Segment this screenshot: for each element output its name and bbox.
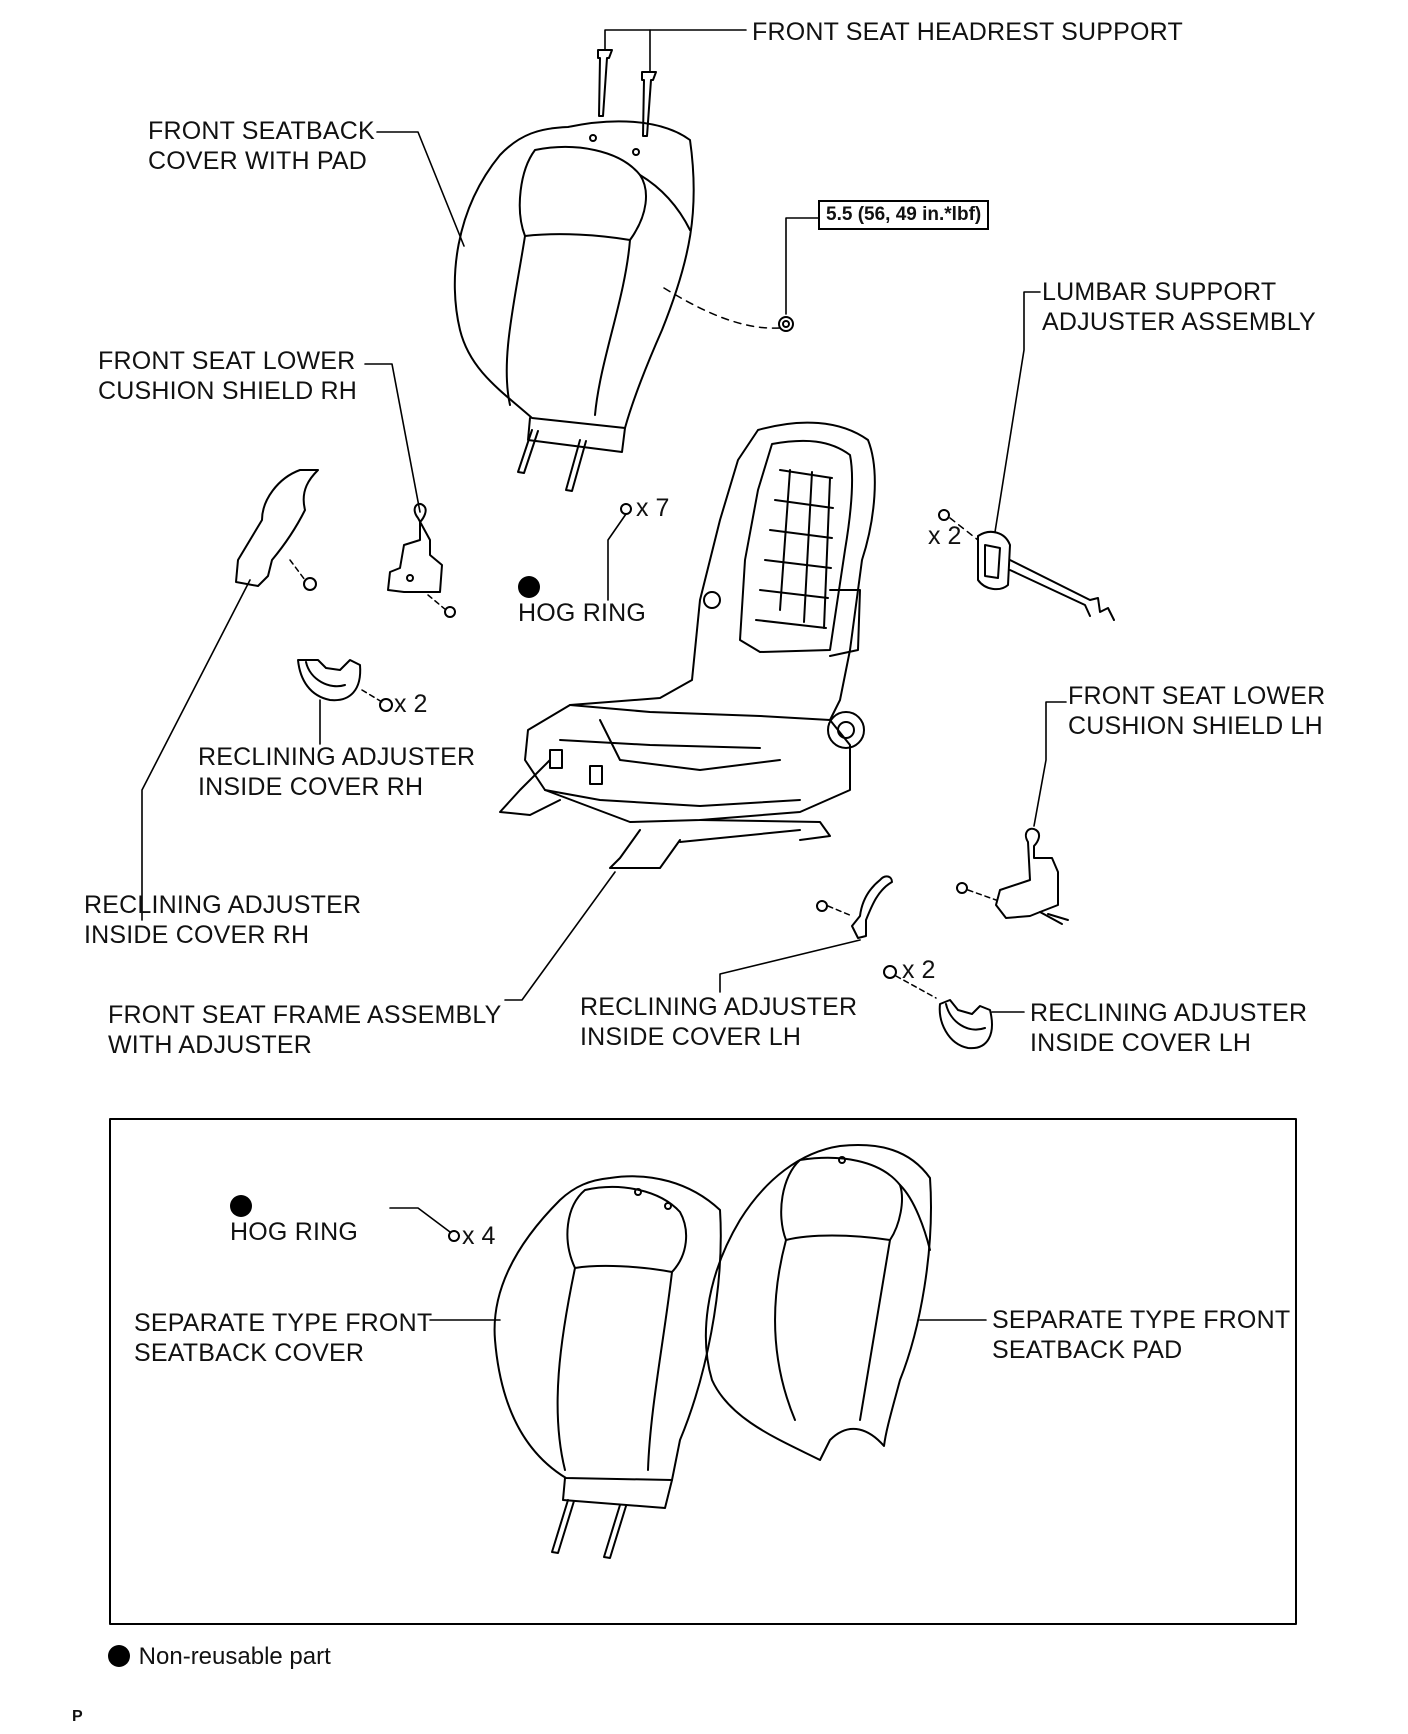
torque-nut	[778, 316, 794, 332]
inset-frame	[109, 1118, 1297, 1625]
lumbar-support-part	[938, 509, 1115, 621]
label-seatback-cover-pad: FRONT SEATBACK COVER WITH PAD	[148, 117, 375, 175]
hog-ring-part	[620, 503, 632, 515]
label-hog-ring: HOG RING	[518, 576, 646, 628]
recl-cover-lh-round-part	[883, 965, 993, 1050]
label-frame-assembly: FRONT SEAT FRAME ASSEMBLY WITH ADJUSTER	[108, 1001, 502, 1059]
page-code: P	[72, 1708, 83, 1725]
label-separate-pad: SEPARATE TYPE FRONT SEATBACK PAD	[992, 1306, 1291, 1364]
torque-spec-box: 5.5 (56, 49 in.*lbf)	[818, 200, 990, 230]
non-reusable-dot-icon	[230, 1195, 252, 1217]
hog-ring-quantity: x 7	[636, 494, 670, 522]
inset-hog-ring-quantity: x 4	[462, 1222, 496, 1250]
label-lumbar-support: LUMBAR SUPPORT ADJUSTER ASSEMBLY	[1042, 278, 1316, 336]
label-separate-cover: SEPARATE TYPE FRONT SEATBACK COVER	[134, 1309, 433, 1367]
lower-shield-lh-part	[956, 827, 1069, 925]
label-lower-shield-rh: FRONT SEAT LOWER CUSHION SHIELD RH	[98, 347, 357, 405]
label-recl-cover-lh-b: RECLINING ADJUSTER INSIDE COVER LH	[1030, 999, 1308, 1057]
legend: Non-reusable part	[108, 1643, 331, 1671]
non-reusable-dot-icon	[518, 576, 540, 598]
label-headrest-support: FRONT SEAT HEADREST SUPPORT	[752, 18, 1183, 46]
recl-cover-rh-bolt-quantity: x 2	[394, 690, 428, 718]
recl-cover-rh-round-part	[297, 659, 393, 712]
label-recl-cover-rh-b: RECLINING ADJUSTER INSIDE COVER RH	[84, 891, 362, 949]
label-lower-shield-lh: FRONT SEAT LOWER CUSHION SHIELD LH	[1068, 682, 1326, 740]
separate-pad-part	[704, 1144, 932, 1461]
lower-shield-rh-part	[387, 502, 456, 618]
label-recl-cover-rh-a: RECLINING ADJUSTER INSIDE COVER RH	[198, 743, 476, 801]
headrest-support-part	[597, 49, 657, 137]
seat-frame-assembly-part	[499, 421, 876, 869]
non-reusable-dot-icon	[108, 1645, 130, 1667]
lumbar-bolt-quantity: x 2	[928, 522, 962, 550]
label-inset-hog-ring: HOG RING	[230, 1195, 358, 1247]
seatback-cover-part	[453, 120, 695, 492]
separate-cover-part	[448, 1175, 722, 1559]
recl-cover-lh-bracket-part	[816, 875, 893, 939]
label-recl-cover-lh-a: RECLINING ADJUSTER INSIDE COVER LH	[580, 993, 858, 1051]
legend-text: Non-reusable part	[138, 1643, 331, 1670]
recl-cover-rh-bracket-part	[235, 469, 319, 591]
recl-cover-lh-bolt-quantity: x 2	[902, 956, 936, 984]
